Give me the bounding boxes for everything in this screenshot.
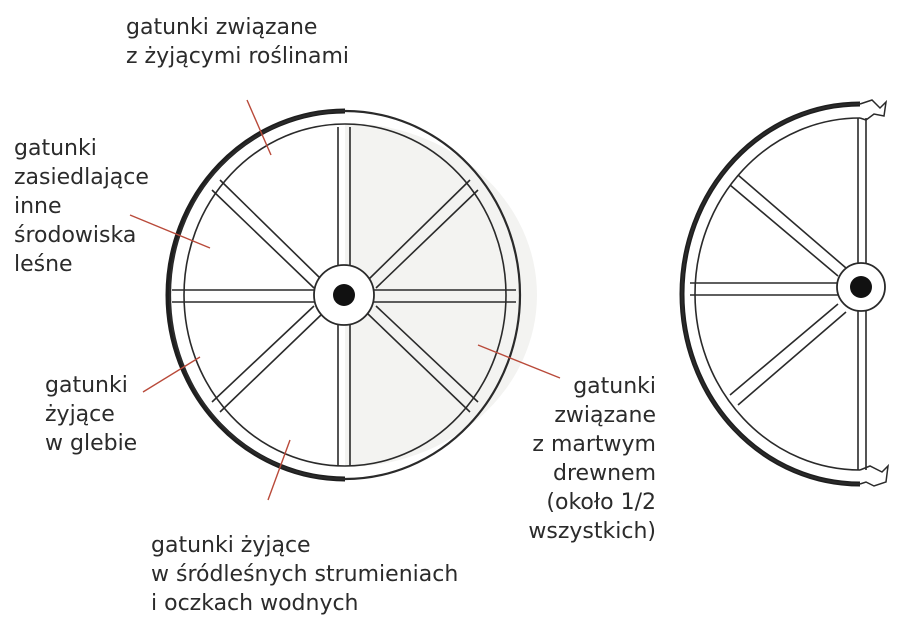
full-wheel-axle — [333, 284, 355, 306]
half-wheel-inner-rim — [695, 118, 860, 470]
half-wheel-outer-rim — [682, 104, 860, 484]
label-other-forest-habitats: gatunki zasiedlające inne środowiska leś… — [14, 134, 149, 279]
half-wheel-shadow — [682, 104, 860, 484]
full-wheel — [168, 111, 537, 479]
label-dead-wood-species: gatunki związane z martwym drewnem (okoł… — [528, 372, 656, 546]
half-wheel — [682, 100, 888, 486]
half-wheel-broken-edge-top — [860, 100, 886, 120]
half-wheel-spokes — [690, 175, 846, 405]
half-wheel-broken-edge-bottom — [860, 466, 888, 486]
label-stream-species: gatunki żyjące w śródleśnych strumieniac… — [151, 531, 458, 618]
label-soil-species: gatunki żyjące w glebie — [45, 371, 137, 458]
label-living-plants: gatunki związane z żyjącymi roślinami — [126, 13, 349, 71]
half-wheel-axle — [850, 276, 872, 298]
